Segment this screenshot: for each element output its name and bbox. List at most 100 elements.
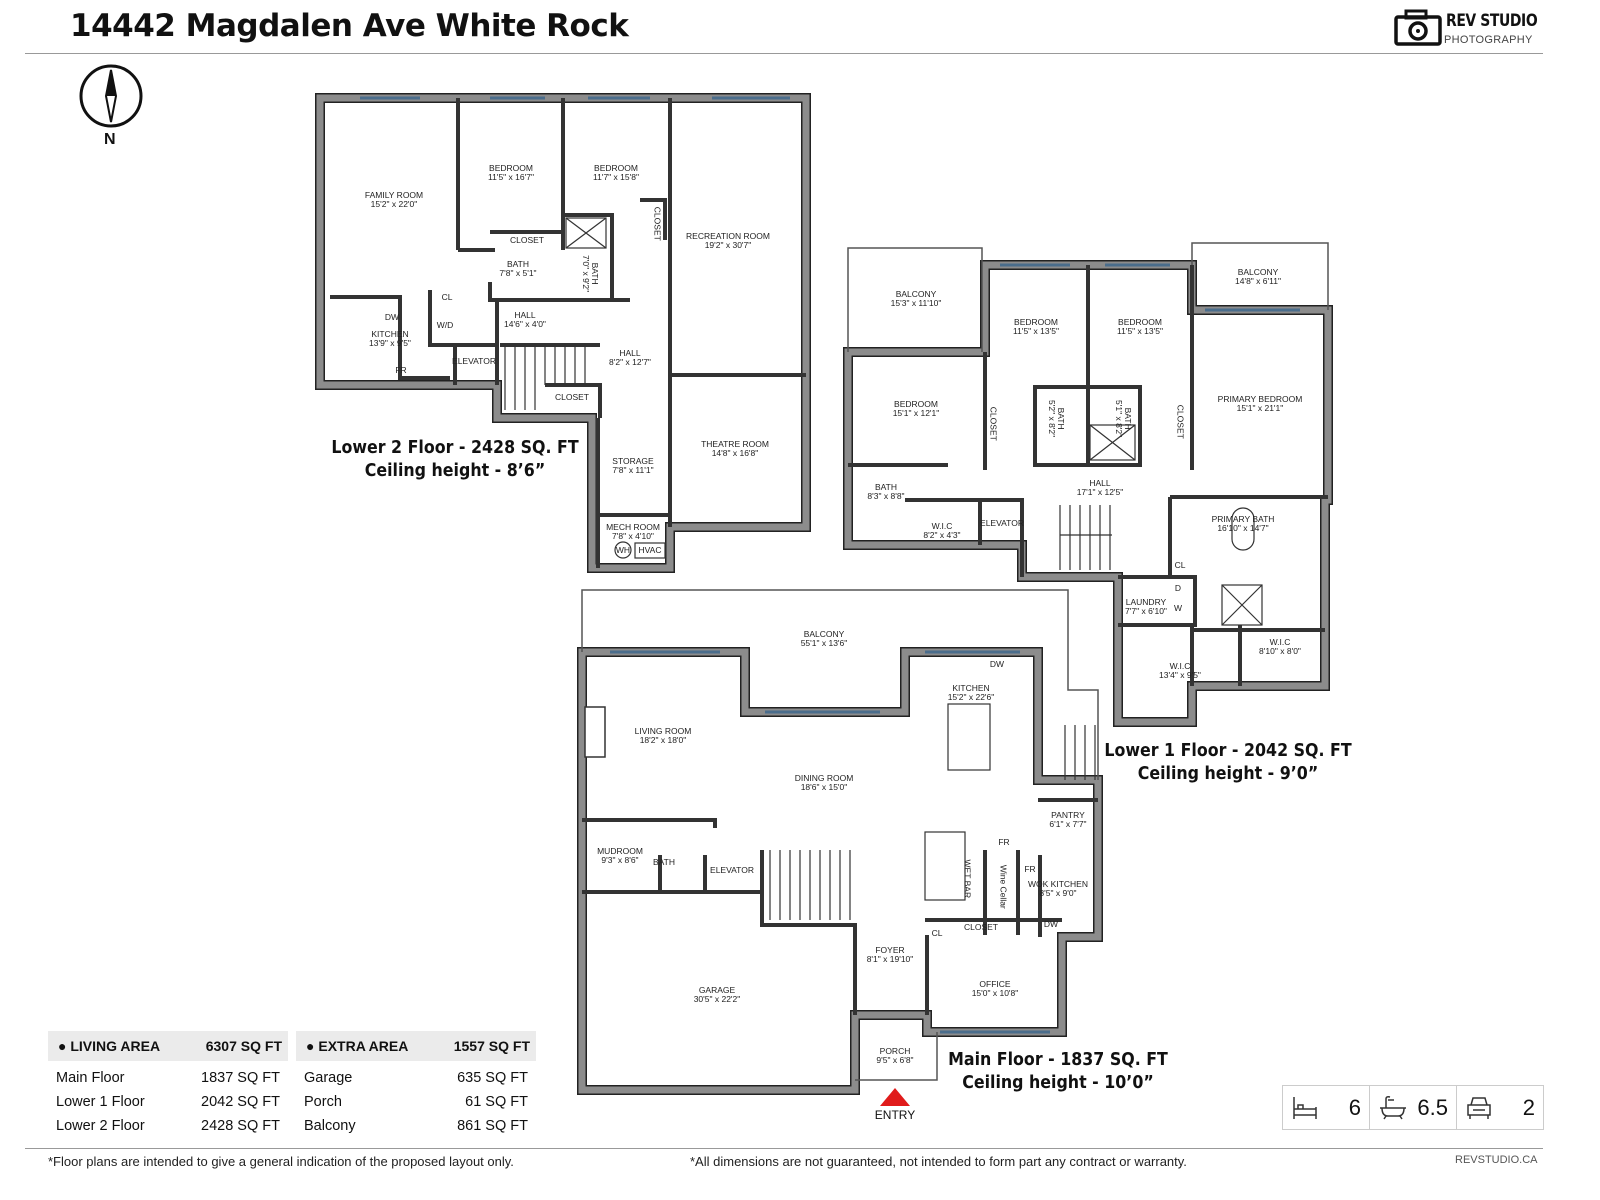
room-dimensions: 8'2" x 4'3"	[923, 530, 961, 540]
room-name: ELEVATOR	[980, 518, 1024, 528]
room-name: BALCONY	[1237, 267, 1279, 277]
room-name: BATH	[652, 857, 676, 867]
room-name: WH	[615, 545, 631, 555]
lower2-room-label: W/D	[437, 321, 454, 330]
room-dimensions: 18'6" x 15'0"	[800, 782, 848, 792]
room-dimensions: 11'5" x 13'5"	[1013, 326, 1059, 336]
room-dimensions: 8'1" x 19'10"	[866, 954, 914, 964]
room-name: BATH	[1056, 407, 1066, 430]
room-dimensions: 14'8" x 6'11"	[1235, 276, 1281, 286]
room-name: ELEVATOR	[452, 356, 496, 366]
room-name: D	[1174, 583, 1182, 593]
main-caption-ceiling: Ceiling height - 10’0”	[962, 1072, 1154, 1093]
room-name: FR	[395, 365, 407, 375]
room-name: CLOSET	[652, 206, 663, 241]
logo-sub: PHOTOGRAPHY	[1444, 34, 1533, 46]
room-name: BALCONY	[895, 289, 937, 299]
main-room-label: DW	[990, 660, 1004, 669]
room-dimensions: 15'1" x 12'1"	[892, 408, 940, 418]
room-name: HALL	[619, 348, 641, 358]
lower1-caption: Lower 1 Floor - 2042 SQ. FT Ceiling heig…	[1104, 739, 1351, 785]
lower2-room-label: DW	[385, 313, 399, 322]
main-room-label: DW	[1044, 920, 1058, 929]
room-dimensions: 7'0" x 9'2"	[581, 255, 591, 293]
room-dimensions: 15'2" x 22'6"	[947, 692, 995, 702]
room-name: CLOSET	[963, 922, 999, 932]
room-dimensions: 8'3" x 8'8"	[867, 491, 905, 501]
entry-arrow-icon	[880, 1088, 910, 1106]
lower1-caption-area: Lower 1 Floor - 2042 SQ. FT	[1104, 740, 1352, 761]
lower1-caption-ceiling: Ceiling height - 9’0”	[1137, 763, 1319, 784]
room-name: FR	[1024, 864, 1036, 874]
room-name: BATH	[590, 262, 600, 285]
header-divider	[25, 53, 1543, 54]
bathtub-icon	[1380, 1095, 1406, 1119]
logo: REV STUDIO PHOTOGRAPHY	[1394, 8, 1544, 48]
room-name: WET BAR	[962, 859, 973, 899]
room-dimensions: 11'7" x 15'8"	[593, 172, 639, 182]
room-dimensions: 7'8" x 4'10"	[612, 531, 654, 541]
room-name: CL	[441, 292, 453, 302]
extra-area-label: ● EXTRA AREA	[306, 1038, 409, 1054]
lower2-room-label: CLOSET	[652, 206, 663, 241]
room-name: THEATRE ROOM	[701, 439, 769, 449]
room-name: HALL	[514, 310, 536, 320]
lower2-caption: Lower 2 Floor - 2428 SQ. FT Ceiling heig…	[331, 436, 578, 482]
main-caption-area: Main Floor - 1837 SQ. FT	[948, 1049, 1168, 1070]
main-room-label: BATH	[653, 858, 675, 867]
property-stats: 6 6.5 2	[1282, 1085, 1544, 1130]
room-dimensions: 30'5" x 22'2"	[693, 994, 741, 1004]
room-name: OFFICE	[979, 979, 1011, 989]
room-dimensions: 13'9" x 9'5"	[369, 338, 411, 348]
room-dimensions: 5'2" x 8'2"	[1047, 400, 1057, 438]
room-name: BEDROOM	[894, 399, 938, 409]
footer-disclaimer-center: *All dimensions are not guaranteed, not …	[690, 1154, 1187, 1169]
room-name: DW	[989, 659, 1005, 669]
room-dimensions: 55'1" x 13'6"	[800, 638, 848, 648]
lower1-room-label: ELEVATOR	[980, 519, 1024, 528]
room-name: BEDROOM	[1118, 317, 1162, 327]
room-name: RECREATION ROOM	[686, 231, 770, 241]
room-name: PORCH	[879, 1046, 911, 1056]
main-caption: Main Floor - 1837 SQ. FT Ceiling height …	[948, 1048, 1168, 1094]
room-name: CLOSET	[509, 235, 545, 245]
lower2-room-label: ELEVATOR	[452, 357, 496, 366]
room-dimensions: 8'10" x 8'0"	[1259, 646, 1301, 656]
room-name: WOK KITCHEN	[1028, 879, 1088, 889]
lower2-room-label: CLOSET	[510, 236, 544, 245]
room-name: W.I.C	[1169, 661, 1191, 671]
room-name: FR	[998, 837, 1010, 847]
room-name: CLOSET	[988, 406, 999, 441]
room-name: CLOSET	[554, 392, 590, 402]
extra-area-total: 1557 SQ FT	[453, 1038, 530, 1054]
room-dimensions: 16'10" x 14'7"	[1217, 523, 1269, 533]
room-dimensions: 15'2" x 22'0"	[370, 199, 418, 209]
room-dimensions: 18'2" x 18'0"	[639, 735, 687, 745]
room-name: W	[1173, 603, 1183, 613]
garage-stat: 2	[1457, 1086, 1543, 1129]
room-name: CLOSET	[1175, 404, 1186, 439]
room-name: BATH	[874, 482, 898, 492]
room-name: BATH	[506, 259, 530, 269]
room-name: W/D	[436, 320, 454, 330]
room-name: W.I.C	[1269, 637, 1291, 647]
room-name: HVAC	[638, 545, 662, 555]
